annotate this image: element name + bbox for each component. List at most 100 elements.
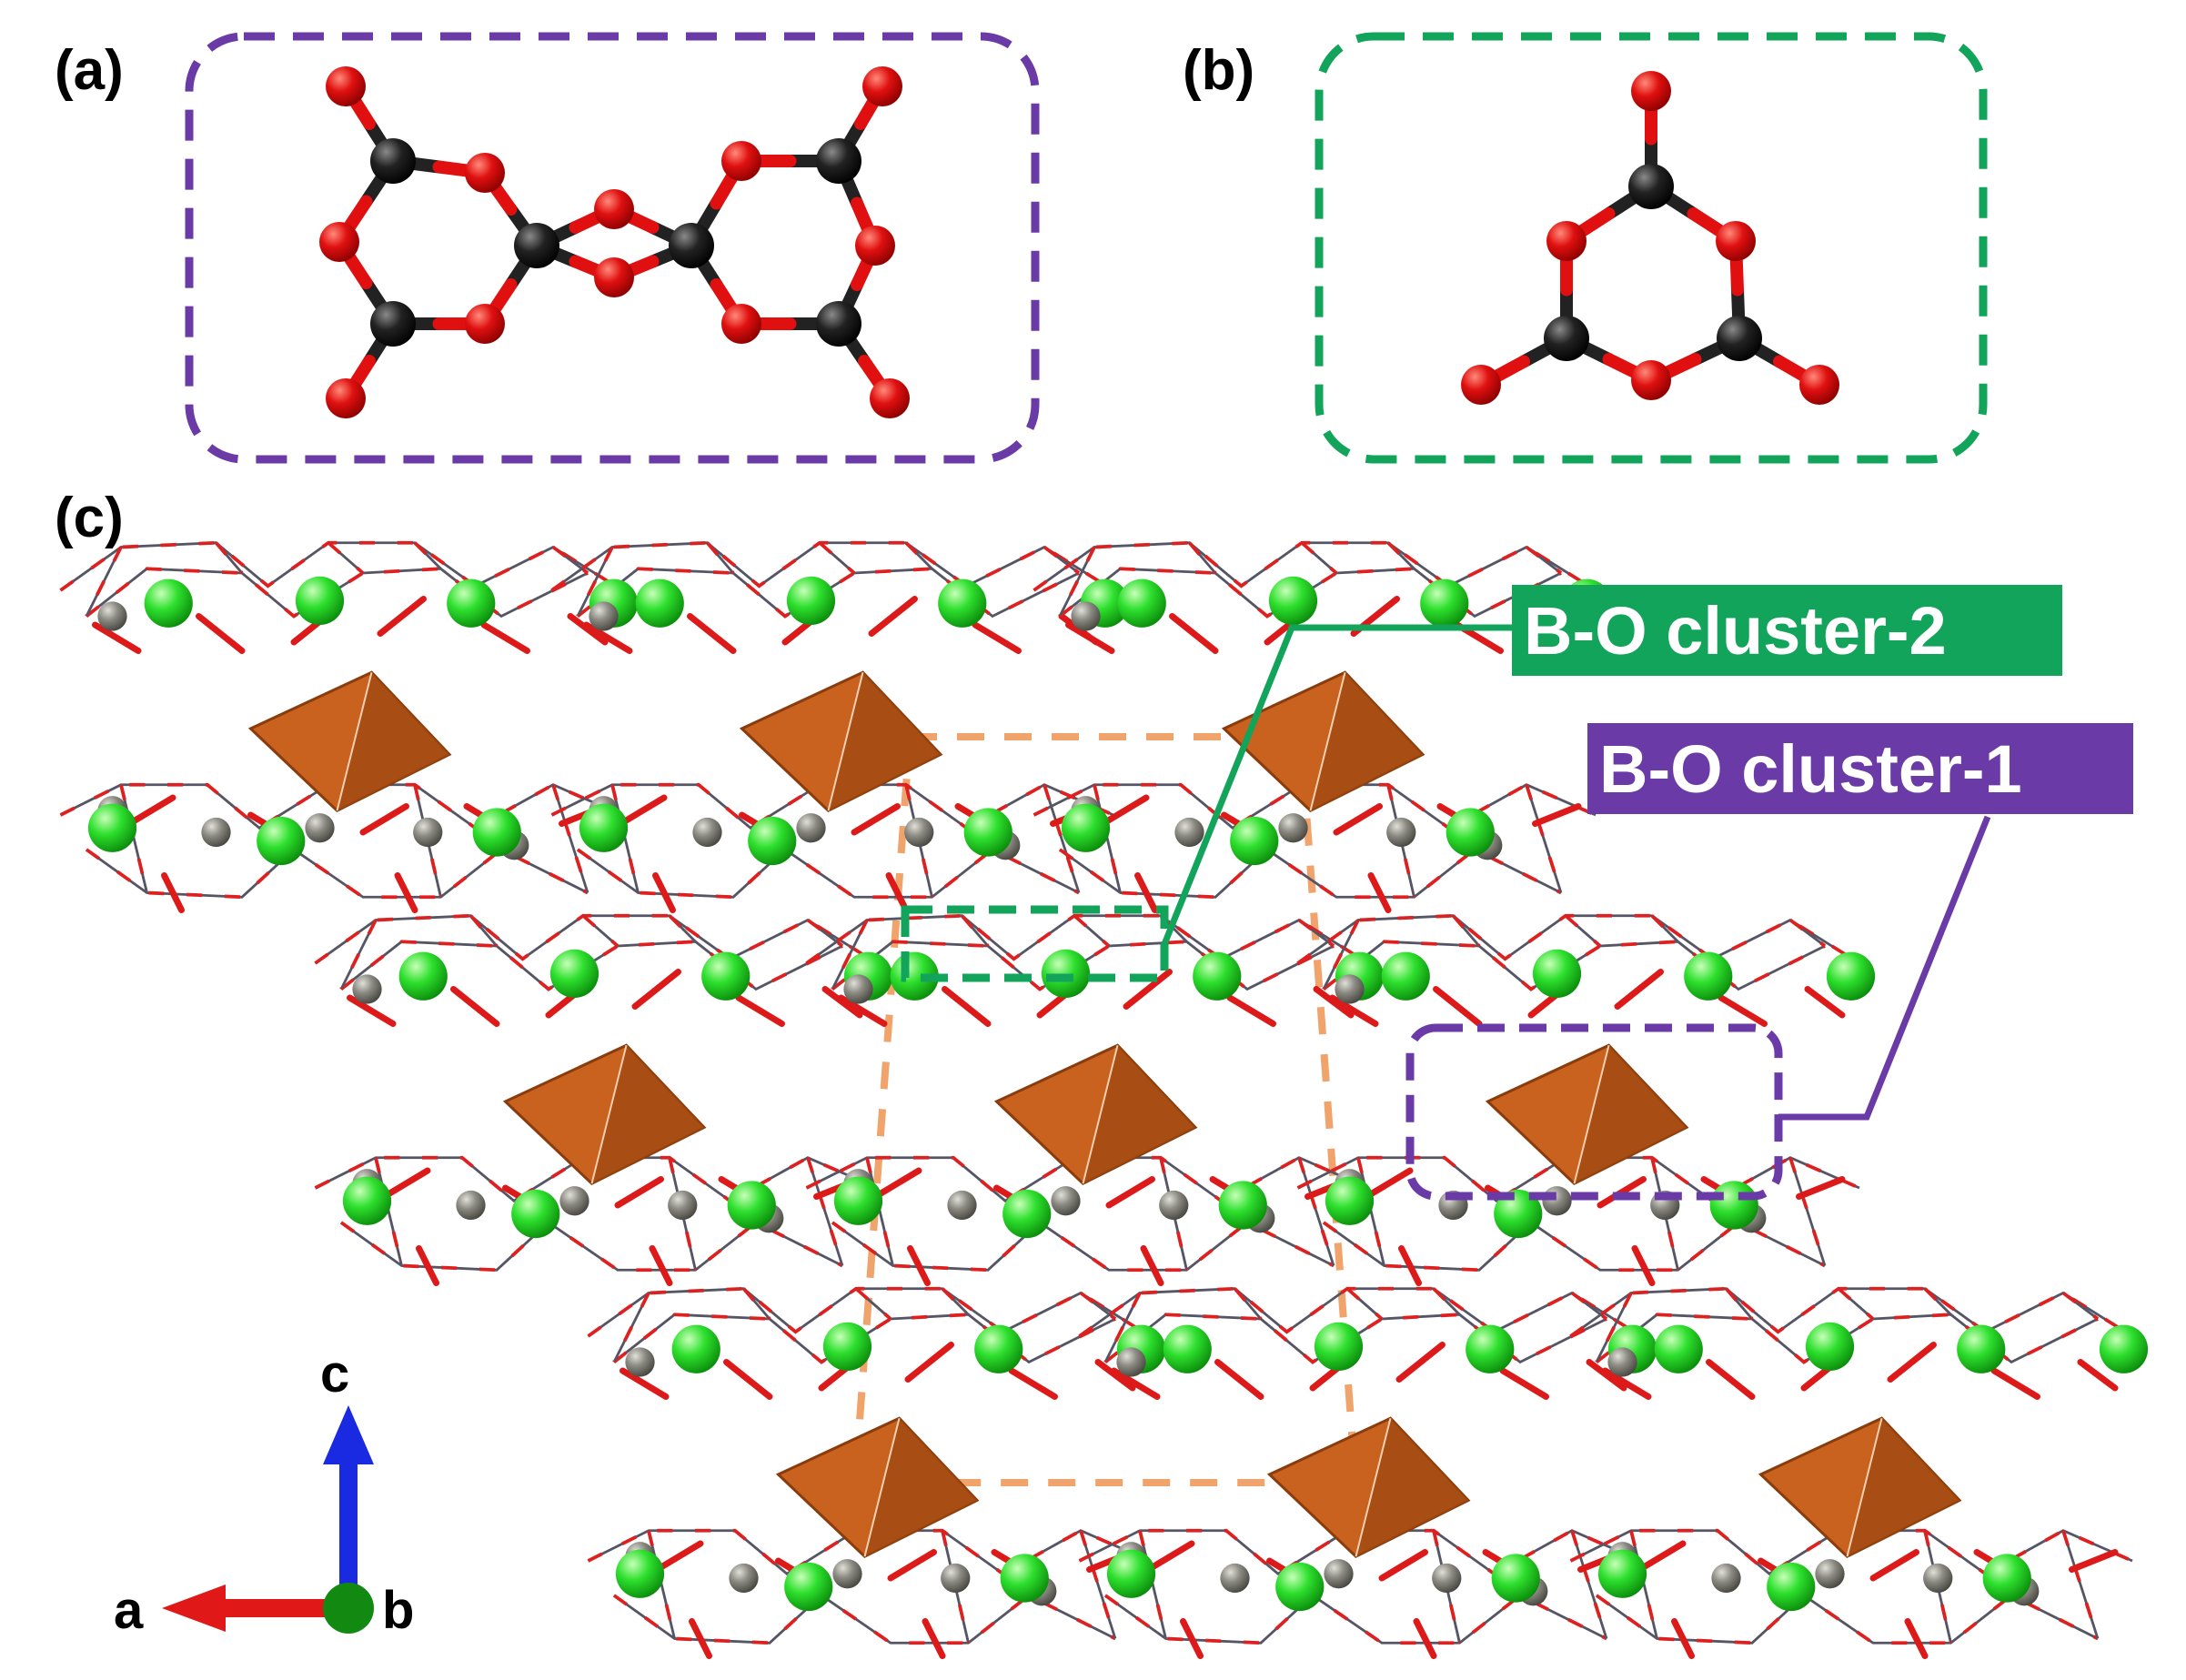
framework-wire-oxygen [1452, 914, 1481, 948]
metal-sphere [1000, 1554, 1049, 1603]
oxygen-bond-stick [1105, 1176, 1155, 1209]
oxygen-bond-stick [1065, 621, 1115, 654]
metal-sphere [1002, 1189, 1052, 1239]
axis-a-label: a [114, 1581, 144, 1640]
oxygen-bond-stick [126, 794, 176, 827]
panel-b-atoms [1461, 71, 1839, 405]
oxygen-bond-stick [922, 1618, 946, 1659]
oxygen-bond-stick [1990, 1367, 2040, 1400]
metal-sphere [963, 808, 1012, 857]
metal-sphere [1268, 576, 1318, 626]
small-atom [1116, 1347, 1146, 1377]
small-atom [832, 1559, 862, 1589]
oxygen-atom [594, 189, 634, 229]
framework-wire-oxygen [314, 913, 879, 965]
metal-sphere [974, 1324, 1023, 1373]
framework-wire-oxygen [1386, 541, 1415, 570]
framework-wire [1525, 784, 1563, 893]
polyhedra [247, 670, 1962, 1559]
small-atom [668, 1190, 698, 1221]
oxygen-bond-stick [1364, 1167, 1414, 1200]
boron-atom [514, 223, 559, 268]
small-atom [843, 974, 873, 1004]
oxygen-atom [1631, 71, 1671, 111]
cluster-1-tag: B-O cluster-1 [1599, 731, 2022, 807]
panel-a-bonds [333, 80, 896, 405]
oxygen-bond-stick [1532, 803, 1582, 827]
small-atom [1278, 813, 1308, 843]
metal-sphere [615, 1549, 665, 1598]
oxygen-bond-stick [1214, 1359, 1264, 1400]
small-atom [1711, 1563, 1741, 1594]
metal-sphere [257, 816, 306, 866]
metal-sphere [511, 1189, 560, 1239]
oxygen-bond-stick [1008, 1367, 1058, 1400]
framework-wire-oxygen [1788, 918, 1827, 948]
boron-atom [1717, 316, 1762, 361]
small-atom [692, 817, 722, 848]
metal-sphere [1494, 1189, 1543, 1239]
oxygen-bond-stick [1804, 986, 1846, 1019]
polyhedron-face [1083, 1045, 1195, 1184]
oxygen-bond-stick [1499, 1367, 1549, 1400]
small-atom [1220, 1563, 1250, 1594]
framework-wire-oxygen [1300, 541, 1338, 575]
metal-sphere [1106, 1549, 1156, 1598]
polyhedron-face [337, 672, 449, 811]
metal-sphere [398, 951, 448, 1001]
metal-sphere [1805, 1322, 1855, 1371]
framework-wire-oxygen [2061, 1291, 2100, 1321]
framework-wire-oxygen [469, 914, 499, 948]
oxygen-bond-stick [1413, 1618, 1437, 1659]
framework-wire-oxygen [1923, 1287, 1952, 1316]
panel-label-c: (c) [55, 487, 124, 549]
oxygen-bond-stick [92, 621, 142, 654]
oxygen-bond-stick [838, 994, 888, 1027]
oxygen-bond-stick [868, 596, 918, 637]
metal-sphere [1532, 949, 1582, 998]
panel-a-frame [185, 32, 1040, 464]
framework-wire-oxygen [1432, 1287, 1461, 1316]
panel-a-molecule [185, 32, 1040, 464]
oxygen-bond-stick [618, 794, 668, 827]
oxygen-atom [465, 153, 505, 193]
metal-sphere [1193, 951, 1242, 1001]
framework-wire-oxygen [59, 540, 624, 592]
metal-sphere [295, 576, 345, 626]
metal-sphere [1491, 1554, 1540, 1603]
metal-sphere [786, 576, 836, 626]
oxygen-atom [326, 66, 366, 106]
metal-sphere [1826, 951, 1876, 1001]
boron-atom [1628, 164, 1674, 209]
metal-sphere [748, 816, 797, 866]
framework-wire-oxygen [612, 1593, 1116, 1645]
framework-wire [805, 914, 1369, 965]
oxygen-bond-stick [1111, 1367, 1161, 1400]
framework-wire-oxygen [668, 914, 697, 943]
metal-sphere [447, 578, 496, 628]
small-atom [947, 1190, 977, 1221]
oxygen-bond-stick [1329, 994, 1379, 1027]
framework-wire [1296, 914, 1860, 965]
metal-sphere [1325, 1176, 1375, 1225]
framework-wire [1788, 1157, 1827, 1266]
metal-sphere [549, 949, 599, 998]
metal-sphere [1163, 1324, 1212, 1373]
metal-sphere [87, 803, 137, 852]
polyhedron-face [828, 672, 941, 811]
boron-atom [816, 301, 861, 347]
framework-wire-oxygen [854, 1287, 892, 1321]
polyhedron-edge [1573, 1045, 1610, 1184]
oxygen-bond-stick [872, 1167, 922, 1200]
polyhedron-edge [863, 1418, 901, 1557]
oxygen-bond-stick [1169, 613, 1219, 654]
oxygen-atom [1461, 365, 1501, 405]
oxygen-bond-stick [1671, 1618, 1695, 1659]
small-atom [1174, 817, 1204, 848]
metal-sphere [727, 1181, 776, 1230]
polyhedron-edge [1309, 672, 1346, 811]
small-atom [1542, 1186, 1572, 1216]
axis-c-arrowhead [323, 1405, 374, 1464]
polyhedron-edge [336, 672, 373, 811]
metal-sphere [1041, 949, 1091, 998]
